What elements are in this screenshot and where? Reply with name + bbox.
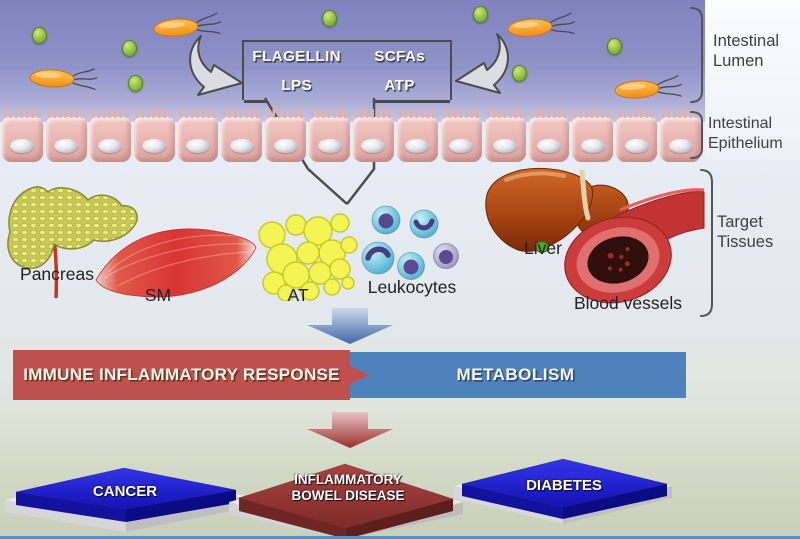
ibd-label: INFLAMMATORY BOWEL DISEASE	[291, 472, 405, 503]
at-label: AT	[287, 285, 309, 305]
down-arrow-red-icon	[307, 412, 393, 448]
target-tissues-bracket-label: Target Tissues	[717, 213, 774, 252]
skeletal-muscle-icon	[95, 228, 257, 298]
cancer-label: CANCER	[92, 483, 158, 500]
epithelium-cells	[0, 108, 703, 162]
epithelial-cell	[2, 109, 43, 162]
liver-label: Liver	[524, 238, 562, 258]
epithelial-cell	[484, 109, 526, 162]
scfas-label: SCFAs	[374, 48, 426, 65]
microbe-dot-icon	[512, 65, 527, 82]
microbe-dot-icon	[32, 27, 47, 44]
immune-response-banner: IMMUNE INFLAMMATORY RESPONSE	[13, 350, 369, 400]
down-arrow-blue-icon	[307, 308, 393, 344]
bacterium-icon	[507, 12, 576, 37]
epithelial-cell	[616, 109, 658, 162]
epithelial-cell	[528, 109, 570, 162]
epithelial-cell	[396, 109, 438, 162]
epithelium-bracket	[690, 111, 703, 159]
bacterium-icon	[614, 74, 683, 99]
leukocytes-label: Leukocytes	[367, 277, 457, 297]
immune-response-label: IMMUNE INFLAMMATORY RESPONSE	[23, 365, 340, 384]
epithelial-cell	[89, 109, 131, 162]
pancreas-label: Pancreas	[20, 264, 94, 284]
lumen-bracket	[690, 7, 703, 103]
flagellin-label: FLAGELLIN	[252, 48, 342, 65]
epithelial-cell	[265, 109, 307, 162]
epithelial-cell	[133, 109, 175, 162]
bacterium-icon	[153, 12, 222, 37]
ibd-platform	[229, 463, 463, 539]
sm-label: SM	[144, 285, 172, 305]
diabetes-label: DIABETES	[526, 477, 602, 494]
epithelial-cell	[221, 109, 263, 162]
epithelial-cell	[440, 109, 482, 162]
microbe-dot-icon	[122, 40, 137, 57]
cancer-platform	[5, 467, 245, 532]
atp-label: ATP	[384, 77, 415, 94]
bacterium-icon	[29, 68, 98, 91]
epithelial-cell	[660, 109, 701, 162]
metabolism-banner	[345, 352, 686, 398]
epithelial-cell	[309, 109, 350, 162]
epithelial-cell	[177, 109, 219, 162]
box-border-segment	[244, 100, 267, 103]
bottom-border	[0, 536, 800, 539]
lumen-bracket-label: Intestinal Lumen	[713, 32, 780, 71]
pancreas-icon	[7, 186, 138, 299]
curved-arrow-left-icon	[189, 35, 243, 96]
leukocytes-icon	[361, 205, 459, 280]
epithelial-cell	[45, 109, 87, 162]
metabolism-label: METABOLISM	[456, 365, 575, 384]
microbe-dot-icon	[473, 6, 488, 23]
epithelial-cell	[572, 109, 614, 162]
epithelium-bracket-label: Intestinal Epithelium	[708, 115, 783, 152]
intestinal-lumen-section	[0, 0, 705, 122]
adipose-tissue-icon	[258, 213, 358, 301]
label-column	[705, 0, 800, 160]
microbial-signals-box: FLAGELLIN SCFAs LPS ATP	[242, 40, 452, 103]
microbe-dot-icon	[128, 75, 143, 92]
lps-label: LPS	[281, 77, 313, 94]
microbe-dot-icon	[607, 38, 622, 55]
epithelial-cell	[353, 109, 394, 162]
target-tissues-bracket	[700, 169, 713, 317]
curved-arrow-right-icon	[455, 33, 509, 94]
microbe-dot-icon	[322, 10, 337, 27]
blood-vessels-label: Blood vessels	[574, 293, 682, 313]
blood-vessel-icon	[564, 188, 705, 304]
box-border-segment	[375, 100, 450, 103]
diabetes-platform	[454, 458, 672, 524]
